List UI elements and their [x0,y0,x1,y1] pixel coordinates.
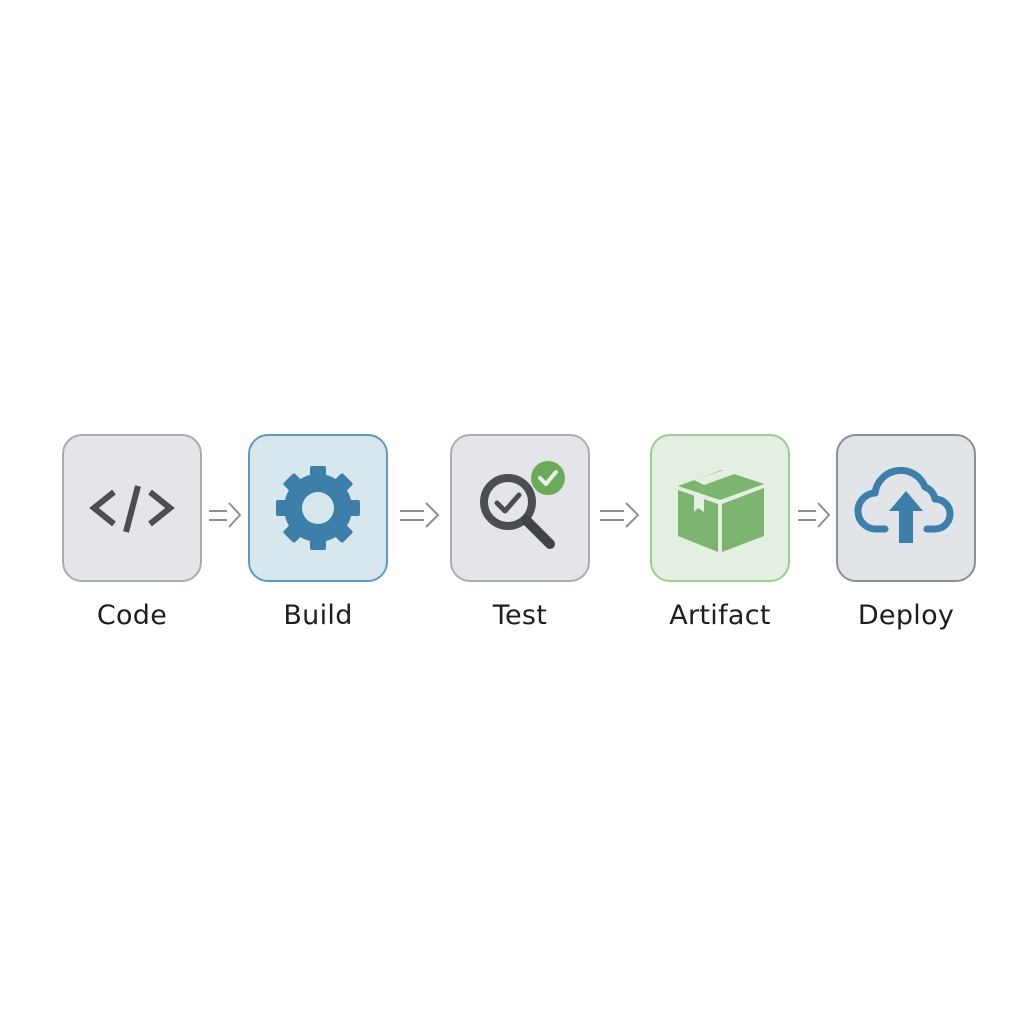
package-icon [670,458,770,558]
stage-label-code: Code [96,600,168,631]
build-stage-box [248,434,388,582]
code-icon [84,478,180,538]
stage-label-build: Build [283,600,353,631]
double-arrow-right-icon [600,500,640,530]
magnifier-check-icon [470,458,570,558]
test-stage-box [450,434,590,582]
stage-label-test: Test [492,600,548,631]
code-stage-box [62,434,202,582]
pipeline-diagram: Code [0,434,1024,634]
double-arrow-right-icon [400,500,440,530]
artifact-stage-box [650,434,790,582]
double-arrow-right-icon [207,500,243,530]
double-arrow-right-icon [796,500,832,530]
stage-label-artifact: Artifact [669,600,771,631]
stage-label-deploy: Deploy [857,600,955,631]
cloud-upload-icon [851,463,961,553]
gear-icon [270,460,366,556]
deploy-stage-box [836,434,976,582]
